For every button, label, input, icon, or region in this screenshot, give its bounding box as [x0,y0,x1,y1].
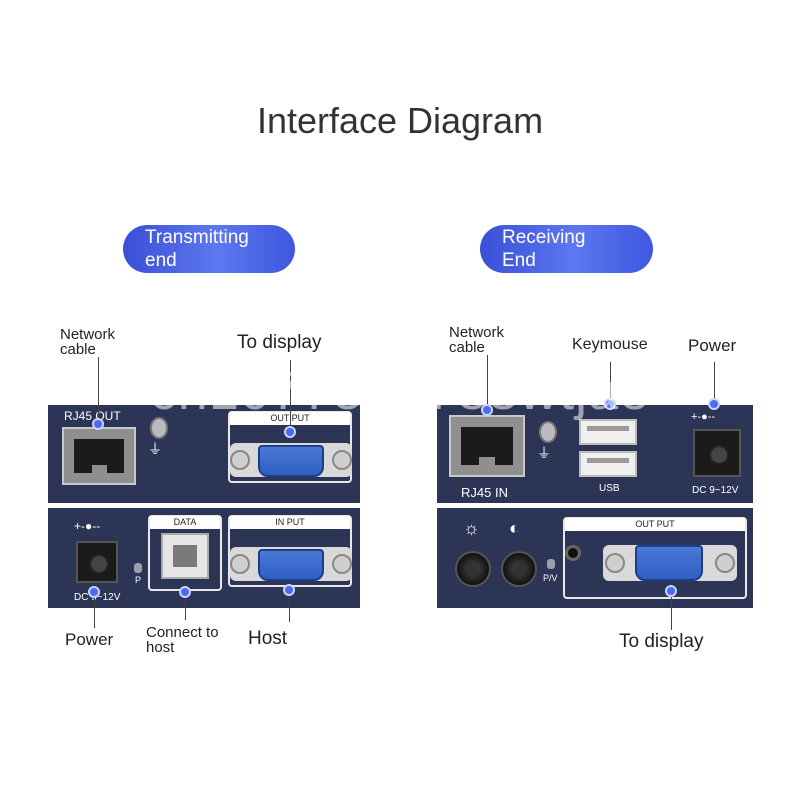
led-label: P/V [543,573,558,583]
keymouse-label: Keymouse [572,336,648,353]
power-label: Power [688,336,737,355]
power-label: Power [65,630,114,649]
callout-line [98,357,99,423]
callout-dot [92,418,104,430]
ground-icon: ⏚ [537,445,551,461]
polarity-icon: +-●-- [691,411,716,423]
callout-dot [179,586,191,598]
vga-output-port[interactable] [635,545,703,581]
callout-dot [284,426,296,438]
screw-icon [230,450,250,470]
callout-dot [481,404,493,416]
receiving-end-badge: Receiving End [480,225,653,273]
callout-line [487,355,488,410]
receiver-panel: RJ45 IN ⏚ USB +-●-- DC 9~12V ☼ ◐ P/V OUT… [437,405,753,608]
rj45-out-port[interactable] [62,427,136,485]
ground-screw-icon [150,417,168,439]
transmitter-panel: RJ45 OUT ⏚ OUT PUT +-●-- DC 9~12V P DATA… [48,405,360,608]
callout-dot [283,584,295,596]
callout-line [94,592,95,628]
brightness-icon: ☼ [463,518,480,538]
polarity-icon: +-●-- [74,519,101,533]
output-title: OUT PUT [565,518,745,531]
audio-jack[interactable] [565,545,581,561]
output-frame: OUT PUT [563,517,747,599]
network-cable-label: Network cable [449,325,504,355]
ground-icon: ⏚ [148,441,162,457]
callout-line [185,592,186,620]
label-line: Connect to [146,624,219,641]
data-title: DATA [150,516,220,529]
power-led [134,563,142,573]
led-label: P [135,575,142,585]
brightness-knob[interactable] [455,551,491,587]
connect-to-host-label: Connect to host [146,625,219,655]
label-line: host [146,639,175,656]
network-cable-label: Network cable [60,327,115,357]
contrast-icon: ◐ [509,518,520,538]
callout-line [290,360,291,432]
input-title: IN PUT [230,516,350,529]
rj45-out-label: RJ45 OUT [64,409,121,423]
callout-dot [665,585,677,597]
screw-icon [605,553,625,573]
label-line: Network [60,326,116,343]
host-label: Host [248,628,288,649]
label-line: cable [60,341,96,358]
rj45-in-label: RJ45 IN [461,485,508,500]
transmitting-end-badge: Transmitting end [123,225,295,273]
label-line: Network [449,324,505,341]
status-led [547,559,555,569]
screw-icon [332,450,352,470]
screw-icon [230,554,250,574]
usb-a-port-top[interactable] [579,419,637,445]
ground-screw-icon [539,421,557,443]
vga-input-port[interactable] [258,549,324,581]
callout-line [671,592,672,630]
usb-label: USB [599,483,620,494]
screw-icon [332,554,352,574]
usb-b-port[interactable] [161,533,209,579]
screw-icon [715,553,735,573]
dc-label: DC 9~12V [74,592,121,603]
callout-line [714,362,715,404]
to-display-label: To display [237,332,322,353]
badge-line: Transmitting [145,227,249,248]
dc-label: DC 9~12V [692,485,739,496]
badge-line: End [502,250,536,271]
callout-dot [604,398,616,410]
badge-line: end [145,250,177,271]
callout-line [610,362,611,407]
panel-divider [48,503,360,508]
badge-line: Receiving [502,227,586,248]
page-title: Interface Diagram [256,100,544,141]
usb-a-port-bottom[interactable] [579,451,637,477]
dc-power-jack[interactable] [693,429,741,477]
callout-dot [88,586,100,598]
vga-output-port[interactable] [258,445,324,477]
to-display-label: To display [619,631,704,652]
callout-line [289,592,290,622]
callout-dot [708,398,720,410]
label-line: cable [449,339,485,356]
dc-power-jack[interactable] [76,541,118,583]
contrast-knob[interactable] [501,551,537,587]
rj45-in-port[interactable] [449,415,525,477]
panel-divider [437,503,753,508]
watermark-text: cn1077554783wtjae [149,361,651,421]
